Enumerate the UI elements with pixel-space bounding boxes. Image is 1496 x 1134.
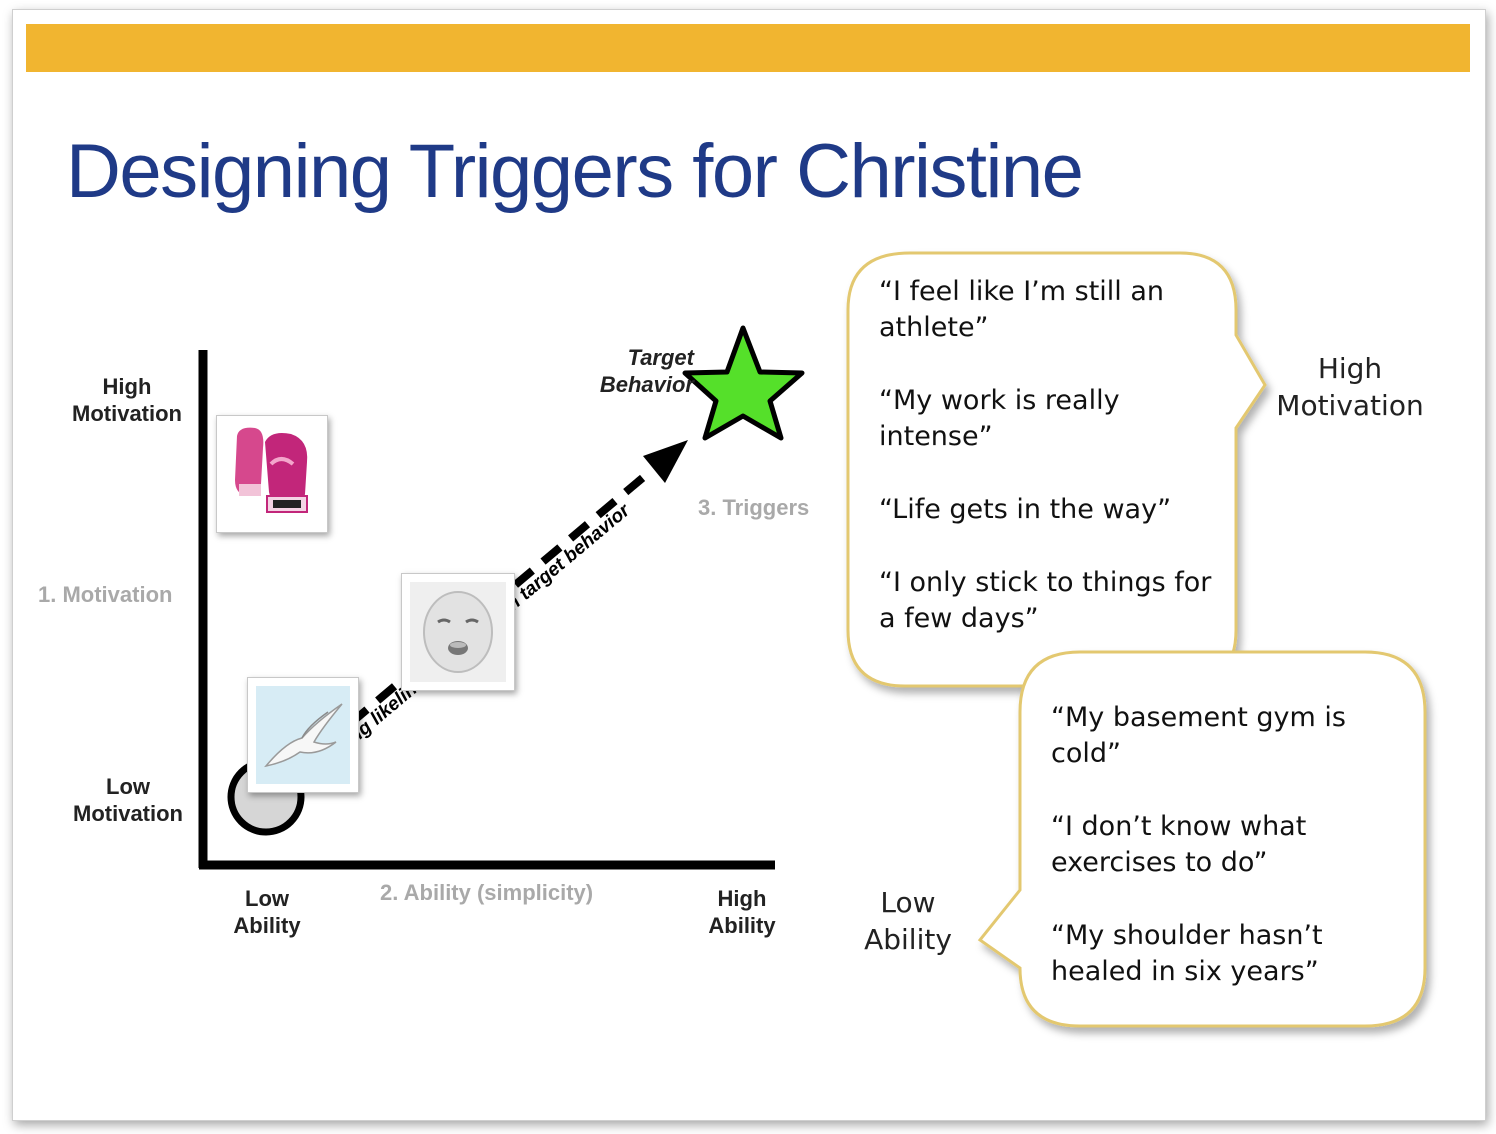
y-axis-label: 1. Motivation [38,582,173,607]
high-motivation-side-label: High Motivation [1276,352,1424,422]
baby-face-image [401,573,515,691]
quote-athlete: “I feel like I’m still an athlete” [879,276,1165,343]
x-axis-label: 2. Ability (simplicity) [380,880,594,905]
quote-basement-gym: “My basement gym is cold” [1051,702,1346,769]
star-icon [682,325,805,441]
quote-few-days: “I only stick to things for a few days” [879,567,1212,634]
trajectory-arrowhead [643,440,688,483]
slide-title: Designing Triggers for Christine [66,129,1084,214]
ability-bubble-outline [977,650,1427,1028]
triggers-label: 3. Triggers [698,495,810,520]
quote-exercises: “I don’t know what exercises to do” [1051,811,1307,878]
quote-work-intense: “My work is really intense” [879,385,1120,452]
seagull-image [247,677,359,793]
motivation-quotes: “I feel like I’m still an athlete” “My w… [879,274,1224,674]
header-accent-bar [26,24,1470,72]
y-high-label: High Motivation [72,374,182,426]
boxing-gloves-image [216,415,328,533]
y-low-label: Low Motivation [73,774,183,826]
quote-shoulder: “My shoulder hasn’t healed in six years” [1051,920,1323,987]
low-ability-side-label: Low Ability [864,886,952,956]
x-high-label: High Ability [708,886,776,938]
x-low-label: Low Ability [233,886,301,938]
target-behavior-label: Target Behavior [599,345,694,397]
quote-life-in-way: “Life gets in the way” [879,494,1172,525]
ability-quotes: “My basement gym is cold” “I don’t know … [1051,700,1406,1027]
